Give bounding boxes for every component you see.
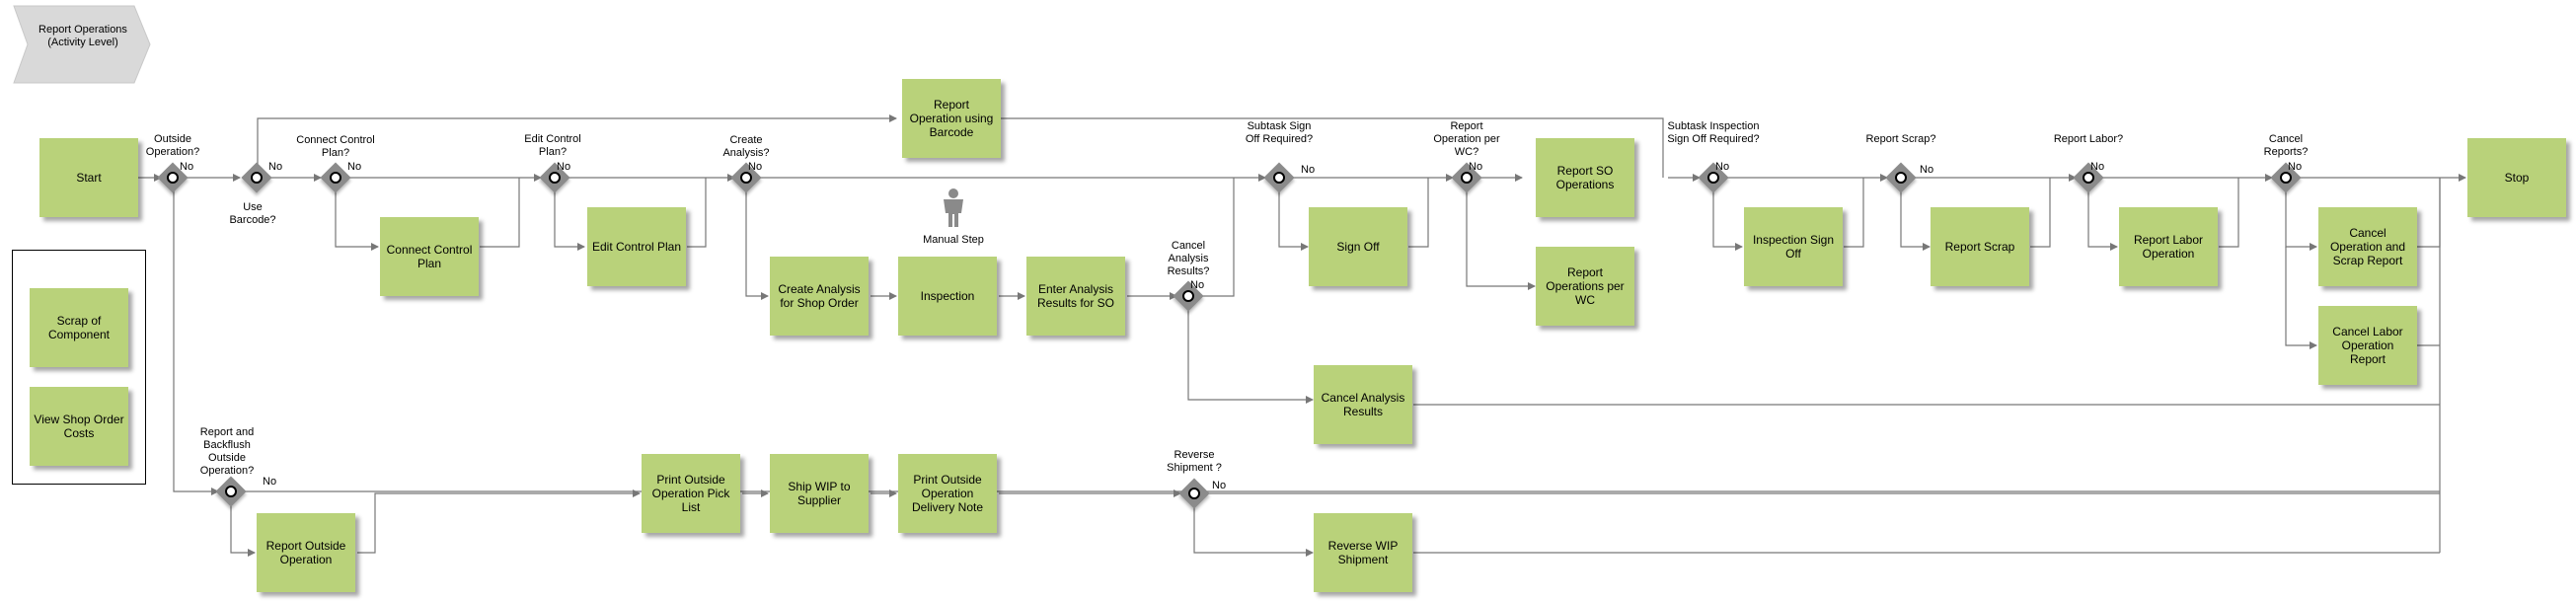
task-inspection[interactable]: Inspection <box>898 257 997 336</box>
task-stop[interactable]: Stop <box>2467 138 2566 217</box>
no-label: No <box>180 161 194 173</box>
task-edit-control-plan[interactable]: Edit Control Plan <box>587 207 686 286</box>
no-label: No <box>1920 164 1934 176</box>
task-report-labor-operation[interactable]: Report Labor Operation <box>2119 207 2218 286</box>
task-report-outside-operation[interactable]: Report Outside Operation <box>257 513 355 592</box>
label-cancel-reports: Cancel Reports? <box>2263 133 2309 158</box>
no-label: No <box>263 476 277 488</box>
task-enter-analysis-results[interactable]: Enter Analysis Results for SO <box>1026 257 1125 336</box>
no-label: No <box>748 161 763 173</box>
label-reverse-shipment: Reverse Shipment ? <box>1167 449 1222 474</box>
label-outside-operation: Outside Operation? <box>145 133 200 158</box>
label-create-analysis: Create Analysis? <box>722 134 770 159</box>
task-report-scrap[interactable]: Report Scrap <box>1931 207 2029 286</box>
chevron-shape-icon <box>13 5 151 84</box>
no-label: No <box>1190 279 1205 291</box>
label-cancel-analysis: Cancel Analysis Results? <box>1167 240 1210 277</box>
task-print-outside-pick-list[interactable]: Print Outside Operation Pick List <box>642 454 740 533</box>
task-report-so-operations[interactable]: Report SO Operations <box>1536 138 1634 217</box>
label-report-labor: Report Labor? <box>2053 133 2124 145</box>
task-report-operation-barcode[interactable]: Report Operation using Barcode <box>902 79 1001 158</box>
task-reverse-wip-shipment[interactable]: Reverse WIP Shipment <box>1314 513 1412 592</box>
no-label: No <box>2288 161 2303 173</box>
task-ship-wip-to-supplier[interactable]: Ship WIP to Supplier <box>770 454 869 533</box>
no-label: No <box>557 161 571 173</box>
person-icon <box>944 188 963 227</box>
task-connect-control-plan[interactable]: Connect Control Plan <box>380 217 479 296</box>
legend-box: Scrap of Component View Shop Order Costs <box>12 250 146 485</box>
task-cancel-analysis-results[interactable]: Cancel Analysis Results <box>1314 365 1412 444</box>
no-label: No <box>1469 161 1483 173</box>
no-label: No <box>2090 161 2105 173</box>
label-report-per-wc: Report Operation per WC? <box>1433 120 1500 158</box>
header-chevron: Report Operations (Activity Level) <box>6 0 154 89</box>
label-subtask-sign-off: Subtask Sign Off Required? <box>1245 120 1314 145</box>
label-report-scrap: Report Scrap? <box>1865 133 1936 145</box>
task-start[interactable]: Start <box>39 138 138 217</box>
legend-item-scrap-of-component[interactable]: Scrap of Component <box>30 288 128 367</box>
no-label: No <box>1301 164 1316 176</box>
task-cancel-labor-operation-report[interactable]: Cancel Labor Operation Report <box>2318 306 2417 385</box>
label-use-barcode: Use Barcode? <box>229 201 276 226</box>
task-inspection-sign-off[interactable]: Inspection Sign Off <box>1744 207 1843 286</box>
no-label: No <box>1212 480 1227 491</box>
label-edit-control-plan: Edit Control Plan? <box>524 133 581 158</box>
label-connect-control-plan: Connect Control Plan? <box>296 134 375 159</box>
diagram-title: Report Operations (Activity Level) <box>38 24 127 48</box>
label-subtask-inspection: Subtask Inspection Sign Off Required? <box>1667 120 1760 145</box>
legend-item-view-shop-order-costs[interactable]: View Shop Order Costs <box>30 387 128 466</box>
task-cancel-operation-scrap-report[interactable]: Cancel Operation and Scrap Report <box>2318 207 2417 286</box>
manual-step-label: Manual Step <box>923 234 984 246</box>
task-report-operations-per-wc[interactable]: Report Operations per WC <box>1536 247 1634 326</box>
no-label: No <box>347 161 362 173</box>
task-create-analysis-shop-order[interactable]: Create Analysis for Shop Order <box>770 257 869 336</box>
task-sign-off[interactable]: Sign Off <box>1309 207 1407 286</box>
label-report-backflush: Report and Backflush Outside Operation? <box>199 426 255 477</box>
no-label: No <box>268 161 283 173</box>
task-print-outside-delivery-note[interactable]: Print Outside Operation Delivery Note <box>898 454 997 533</box>
no-label: No <box>1715 161 1730 173</box>
